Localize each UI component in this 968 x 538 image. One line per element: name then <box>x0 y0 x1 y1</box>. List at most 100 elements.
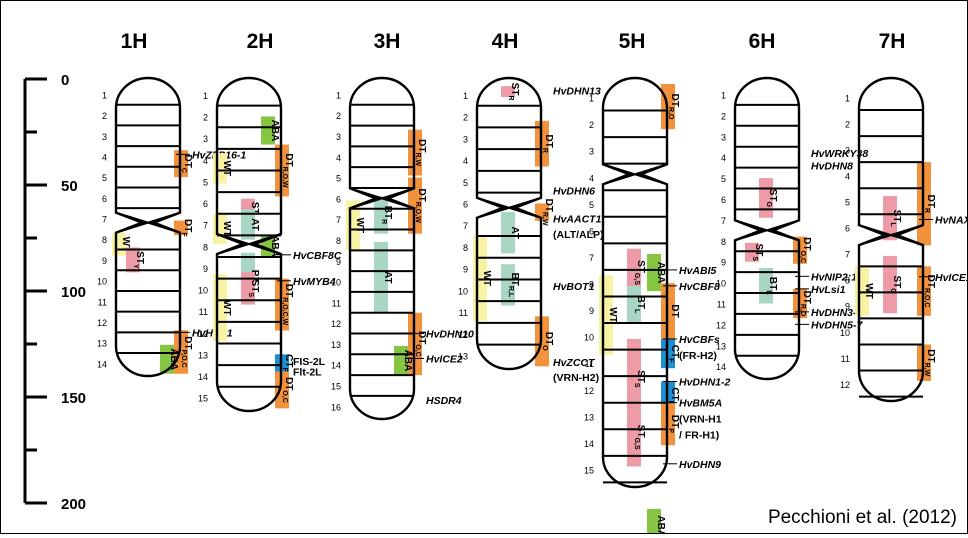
qtl-subscript: R <box>507 95 514 100</box>
bin-number: 4 <box>589 173 594 183</box>
chromosome-title: 5H <box>619 30 646 53</box>
bin-number: 12 <box>716 320 726 330</box>
qtl-box <box>174 330 188 374</box>
qtl-label: AT <box>509 226 520 239</box>
bin-number: 15 <box>331 382 341 392</box>
gene-label: HvDHN1-2 <box>679 376 731 388</box>
bin-number: 16 <box>331 402 341 412</box>
bin-number: 14 <box>584 439 594 449</box>
qtl-box <box>408 177 422 234</box>
gene-label: (VRN-H2) <box>553 372 599 384</box>
bin-number: 2 <box>463 113 468 123</box>
bin-number: 6 <box>589 226 594 236</box>
bin-number: 3 <box>203 134 208 144</box>
bin-number: 10 <box>97 277 107 287</box>
bin-number: 5 <box>102 173 107 183</box>
centromere-cross <box>734 219 800 242</box>
bin-number: 3 <box>463 134 468 144</box>
qtl-label: DT <box>669 304 680 317</box>
qtl-subscript: R,O <box>667 107 674 120</box>
bin-number: 10 <box>584 333 594 343</box>
qtl-subscript: F <box>180 232 187 237</box>
bin-number: 5 <box>203 177 208 187</box>
gene-label: HvLsi1 <box>811 284 846 296</box>
qtl-subscript: P <box>667 428 674 433</box>
qtl-subscript: C <box>180 168 187 173</box>
bin-number: 7 <box>845 250 850 260</box>
qtl-subscript: R,O,C <box>923 288 930 307</box>
qtl-box <box>627 285 641 324</box>
bin-number: 15 <box>198 394 208 404</box>
bin-number: 1 <box>589 94 594 104</box>
gene-label: HvICE2 <box>426 353 463 365</box>
qtl-box <box>241 272 255 305</box>
gene-label: HvNIP2;1 <box>811 271 857 283</box>
qtl-box <box>647 508 661 538</box>
qtl-subscript: R,W <box>923 363 930 377</box>
bin-number: 4 <box>102 152 107 162</box>
gene-label: HvABI5 <box>679 265 717 277</box>
bin-number: 13 <box>331 340 341 350</box>
bin-number: 7 <box>102 215 107 225</box>
qtl-box <box>374 196 388 234</box>
qtl-subscript: G <box>765 202 772 208</box>
qtl-subscript: R,O,C,W <box>281 297 288 325</box>
chromosome-title: 2H <box>247 30 274 53</box>
bin-number: 6 <box>336 194 341 204</box>
qtl-subscript: S <box>751 256 758 261</box>
qtl-label: ABA <box>269 120 280 142</box>
bin-number: 6 <box>102 194 107 204</box>
bin-number: 8 <box>102 235 107 245</box>
bin-number: 9 <box>463 265 468 275</box>
qtl-label: WT <box>221 221 232 237</box>
qtl-subscript: R,O <box>799 304 806 317</box>
bin-number: 10 <box>458 286 468 296</box>
qtl-label: ABA <box>655 262 666 284</box>
gene-label: HvWRKY38 <box>811 148 868 160</box>
qtl-box <box>501 86 515 98</box>
qtl-label: ABA <box>168 348 179 370</box>
qtl-label: AT <box>382 271 393 284</box>
gene-label: (VRN-H1 <box>679 414 722 426</box>
qtl-subscript: R <box>923 208 930 213</box>
gene-label: (FR-H2) <box>679 350 717 362</box>
bin-number: 14 <box>198 372 208 382</box>
scale-tick-label: 0 <box>61 72 69 89</box>
bin-number: 15 <box>584 465 594 475</box>
qtl-box <box>501 264 515 306</box>
bin-number: 14 <box>97 359 107 369</box>
qtl-box <box>745 242 759 262</box>
bin-number: 3 <box>336 132 341 142</box>
chromosome-outline <box>601 76 669 489</box>
qtl-label: WT <box>481 271 492 287</box>
gene-label: HvDHN13 <box>553 86 601 98</box>
bin-number: 8 <box>463 243 468 253</box>
bin-number: 11 <box>459 308 468 318</box>
bin-number: 4 <box>845 171 850 181</box>
qtl-label: ABA <box>269 235 280 257</box>
bin-number: 14 <box>331 361 341 371</box>
qtl-label: WT <box>221 300 232 316</box>
bin-number: 3 <box>102 132 107 142</box>
gene-label: HvCBF8 <box>679 281 720 293</box>
scale-tick-label: 100 <box>61 284 86 301</box>
bin-number: 12 <box>584 386 594 396</box>
qtl-box <box>627 408 641 467</box>
qtl-box <box>501 212 515 254</box>
bin-number: 3 <box>721 132 726 142</box>
bin-number: 9 <box>203 264 208 274</box>
bin-number: 7 <box>463 221 468 231</box>
qtl-box <box>241 209 255 240</box>
qtl-subscript: R,O,W <box>414 202 421 223</box>
qtl-box <box>374 242 388 313</box>
qtl-label: ABA <box>655 515 666 533</box>
qtl-subscript: S <box>247 292 254 297</box>
gene-label: HSDR4 <box>426 395 462 407</box>
centromere-cross <box>602 163 668 186</box>
bin-number: 13 <box>198 350 208 360</box>
qtl-subscript: R,O,W <box>281 167 288 188</box>
centromere-cross <box>476 196 542 219</box>
bin-number: 10 <box>716 279 726 289</box>
